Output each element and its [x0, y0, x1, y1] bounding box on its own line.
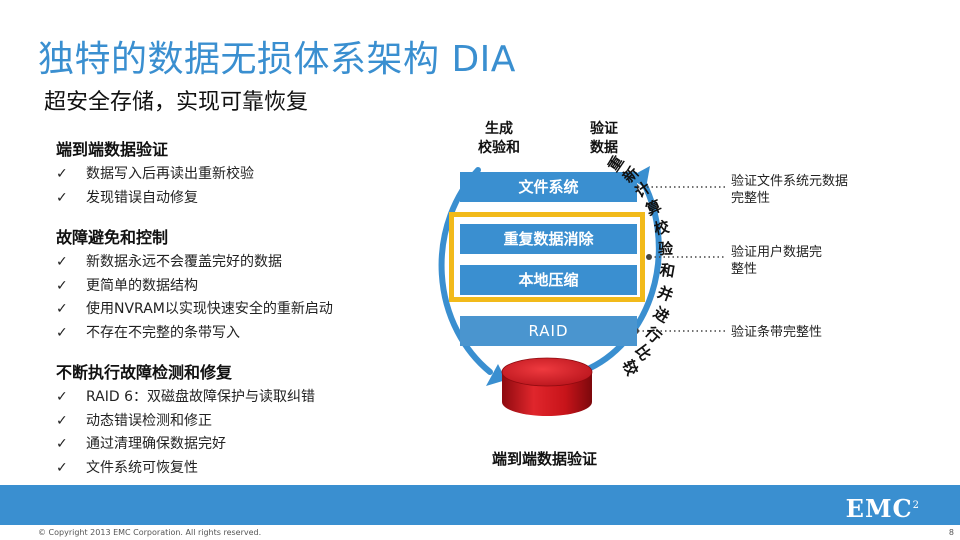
list-item: ✓不存在不完整的条带写入 [56, 322, 333, 346]
right-arrowhead-icon [628, 166, 650, 188]
label-verify-data: 验证数据 [590, 121, 618, 156]
section-fault-detection: 不断执行故障检测和修复 ✓RAID 6：双磁盘故障保护与读取纠错 ✓动态错误检测… [56, 359, 315, 480]
checkmark-icon: ✓ [56, 166, 68, 182]
list-item: ✓更简单的数据结构 [56, 275, 333, 299]
checkmark-icon: ✓ [56, 459, 68, 476]
note-stripe-integrity: 验证条带完整性 [731, 325, 823, 340]
copyright: © Copyright 2013 EMC Corporation. All ri… [38, 528, 262, 537]
compress-box: 本地压缩 [460, 265, 637, 295]
list-item: ✓动态错误检测和修正 [56, 410, 315, 434]
checkmark-icon: ✓ [56, 301, 68, 317]
checkmark-icon: ✓ [56, 254, 68, 270]
page-subtitle: 超安全存储，实现可靠恢复 [44, 90, 309, 115]
raid-box: RAID [460, 316, 637, 346]
emc-logo: EMC2 [845, 494, 920, 523]
page-number: 8 [948, 528, 954, 537]
section-title: 不断执行故障检测和修复 [56, 363, 233, 382]
disk-top [501, 357, 593, 387]
list-item: ✓使用NVRAM以实现快速安全的重新启动 [56, 298, 333, 322]
arc-char: 验 [658, 239, 674, 259]
list-item: ✓通过清理确保数据完好 [56, 433, 315, 457]
checkmark-icon: ✓ [56, 412, 68, 429]
note-filesystem-metadata: 验证文件系统元数据完整性 [731, 174, 849, 206]
dedupe-compress-frame [449, 212, 645, 302]
list-item: ✓文件系统可恢复性 [56, 457, 315, 481]
filesystem-box: 文件系统 [460, 172, 637, 202]
checkmark-icon: ✓ [56, 324, 68, 341]
list-item: ✓数据写入后再读出重新校验 [56, 163, 254, 187]
section-title: 故障避免和控制 [56, 228, 169, 247]
left-flow-arc [438, 167, 493, 375]
dia-diagram [438, 166, 725, 416]
list-item: ✓RAID 6：双磁盘故障保护与读取纠错 [56, 386, 315, 410]
right-flow-arc [575, 173, 662, 376]
list-item: ✓发现错误自动修复 [56, 187, 254, 211]
checkmark-icon: ✓ [56, 389, 68, 405]
checkmark-icon: ✓ [56, 436, 68, 452]
left-arrowhead-icon [486, 364, 506, 386]
checkmark-icon: ✓ [56, 189, 68, 206]
note-user-data: 验证用户数据完整性 [731, 245, 823, 277]
bottom-label: 端到端数据验证 [492, 450, 598, 468]
section-fault-avoidance: 故障避免和控制 ✓新数据永远不会覆盖完好的数据 ✓更简单的数据结构 ✓使用NVR… [56, 224, 333, 345]
page-title: 独特的数据无损体系架构 DIA [38, 39, 516, 80]
label-generate-checksum: 生成校验和 [478, 121, 520, 156]
section-end-to-end: 端到端数据验证 ✓数据写入后再读出重新校验 ✓发现错误自动修复 [56, 136, 254, 210]
list-item: ✓新数据永远不会覆盖完好的数据 [56, 251, 333, 275]
dedupe-box: 重复数据消除 [460, 224, 637, 254]
footer-band [0, 485, 960, 525]
checkmark-icon: ✓ [56, 277, 68, 294]
section-title: 端到端数据验证 [56, 140, 169, 159]
